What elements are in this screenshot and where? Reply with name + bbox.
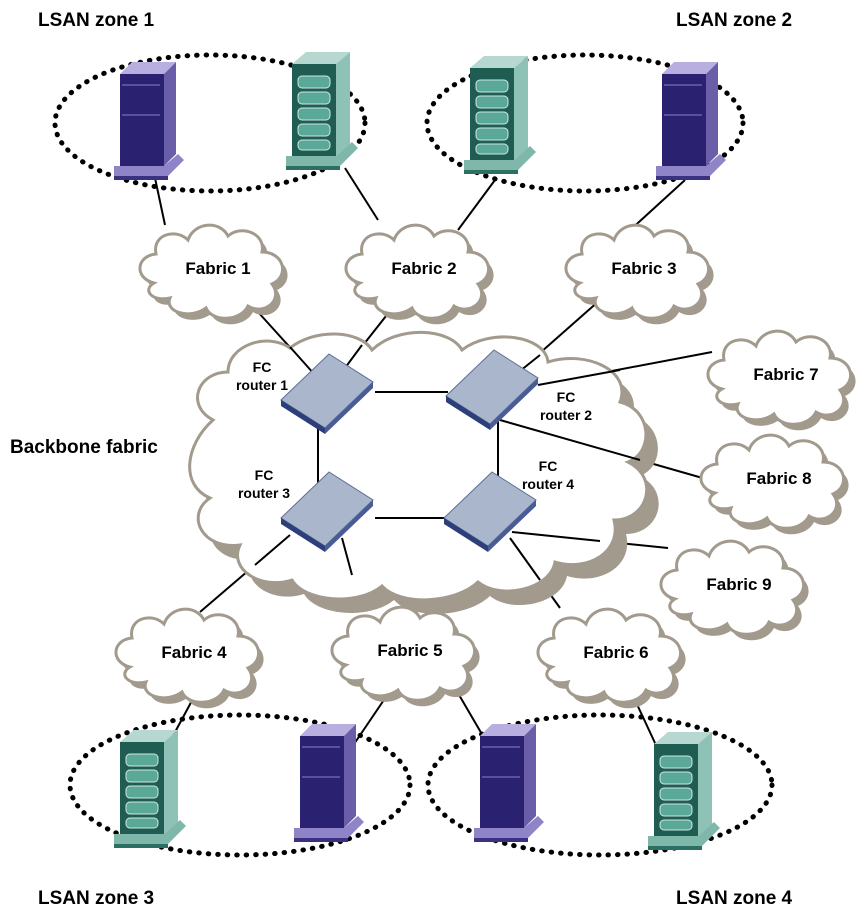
lsan-zone-4-label: LSAN zone 4 [676,888,793,909]
fabric-2-label: Fabric 2 [391,259,456,278]
link-storage2-fabric2 [457,179,496,231]
router-4-label: FC router 4 [522,458,574,492]
svg-text:router 3: router 3 [238,485,290,501]
lsan-zone-1-ring [52,52,368,194]
fabric-6: Fabric 6 [536,607,686,709]
svg-text:router 1: router 1 [236,377,288,393]
server-icon [294,724,364,842]
fabric-5-label: Fabric 5 [377,641,442,660]
fabric-6-label: Fabric 6 [583,643,648,662]
server-icon [656,62,726,180]
lsan-zone-3-ring [67,712,413,858]
backbone-links [254,344,641,581]
fabric-5: Fabric 5 [330,605,480,707]
lsan-zone-2-label: LSAN zone 2 [676,10,792,31]
server-icon [114,62,184,180]
fabric-9: Fabric 9 [659,539,809,641]
server-icon [474,724,544,842]
fabric-9-label: Fabric 9 [706,575,771,594]
router-2-label: FC router 2 [540,389,592,423]
svg-text:router 2: router 2 [540,407,592,423]
svg-text:FC: FC [557,389,576,405]
fabric-3: Fabric 3 [564,223,714,325]
link-storage1-fabric2 [344,167,379,221]
lsan-zone-3-label: LSAN zone 3 [38,888,154,909]
svg-text:FC: FC [255,467,274,483]
svg-text:router 4: router 4 [522,476,574,492]
svg-text:FC: FC [539,458,558,474]
backbone-fabric-label: Backbone fabric [10,437,158,458]
router-3-label: FC router 3 [238,467,290,501]
lsan-zone-1-label: LSAN zone 1 [38,10,155,31]
lsan-zone-4-ring [425,712,775,858]
lsan-zone-2-ring [424,52,746,194]
storage-icon [647,731,721,851]
fabric-7: Fabric 7 [706,329,856,431]
fabric-2: Fabric 2 [344,223,494,325]
storage-icon [113,729,187,849]
fabric-3-label: Fabric 3 [611,259,676,278]
link-server2-fabric3 [627,179,686,233]
fabric-4-label: Fabric 4 [161,643,227,662]
router-1-label: FC router 1 [236,359,288,393]
fabric-8: Fabric 8 [699,433,849,535]
fabric-4: Fabric 4 [114,607,264,709]
storage-icon [463,55,537,175]
fabric-1: Fabric 1 [138,223,288,325]
fabric-1-label: Fabric 1 [185,259,250,278]
storage-icon [285,51,359,171]
svg-text:FC: FC [253,359,272,375]
fabric-8-label: Fabric 8 [746,469,811,488]
fabric-7-label: Fabric 7 [753,365,818,384]
